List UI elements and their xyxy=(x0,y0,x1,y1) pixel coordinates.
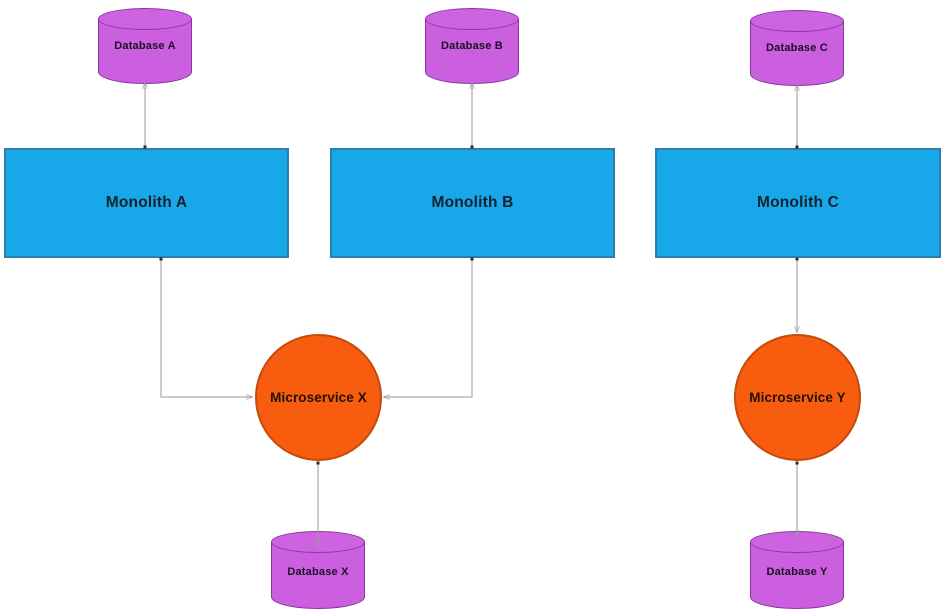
database-y-cylinder-top xyxy=(750,531,844,553)
database-y-label: Database Y xyxy=(766,566,828,578)
database-b-cylinder-top xyxy=(425,8,519,30)
database-x-label: Database X xyxy=(287,566,349,578)
database-y-cylinder-body xyxy=(750,542,844,609)
database-c-cylinder-top xyxy=(750,10,844,32)
connector-monolith-b-to-microservice-x xyxy=(384,259,472,397)
database-a-label: Database A xyxy=(114,40,176,52)
database-x-node: Database X xyxy=(271,531,365,609)
microservice-x-label: Microservice X xyxy=(270,390,367,405)
monolith-c-label: Monolith C xyxy=(756,194,840,211)
microservice-y-node: Microservice Y xyxy=(734,334,861,461)
monolith-c-node: Monolith C xyxy=(655,148,941,258)
microservice-x-node: Microservice X xyxy=(255,334,382,461)
monolith-b-node: Monolith B xyxy=(330,148,615,258)
connector-monolith-a-to-microservice-x xyxy=(161,259,252,397)
database-x-cylinder-top xyxy=(271,531,365,553)
database-y-node: Database Y xyxy=(750,531,844,609)
monolith-a-label: Monolith A xyxy=(105,194,188,211)
monolith-a-node: Monolith A xyxy=(4,148,289,258)
database-a-node: Database A xyxy=(98,8,192,84)
database-b-node: Database B xyxy=(425,8,519,84)
database-b-label: Database B xyxy=(441,40,503,52)
database-c-node: Database C xyxy=(750,10,844,86)
database-a-cylinder-top xyxy=(98,8,192,30)
microservice-y-label: Microservice Y xyxy=(749,390,846,405)
database-x-cylinder-body xyxy=(271,542,365,609)
monolith-b-label: Monolith B xyxy=(431,194,514,211)
database-c-label: Database C xyxy=(766,42,828,54)
